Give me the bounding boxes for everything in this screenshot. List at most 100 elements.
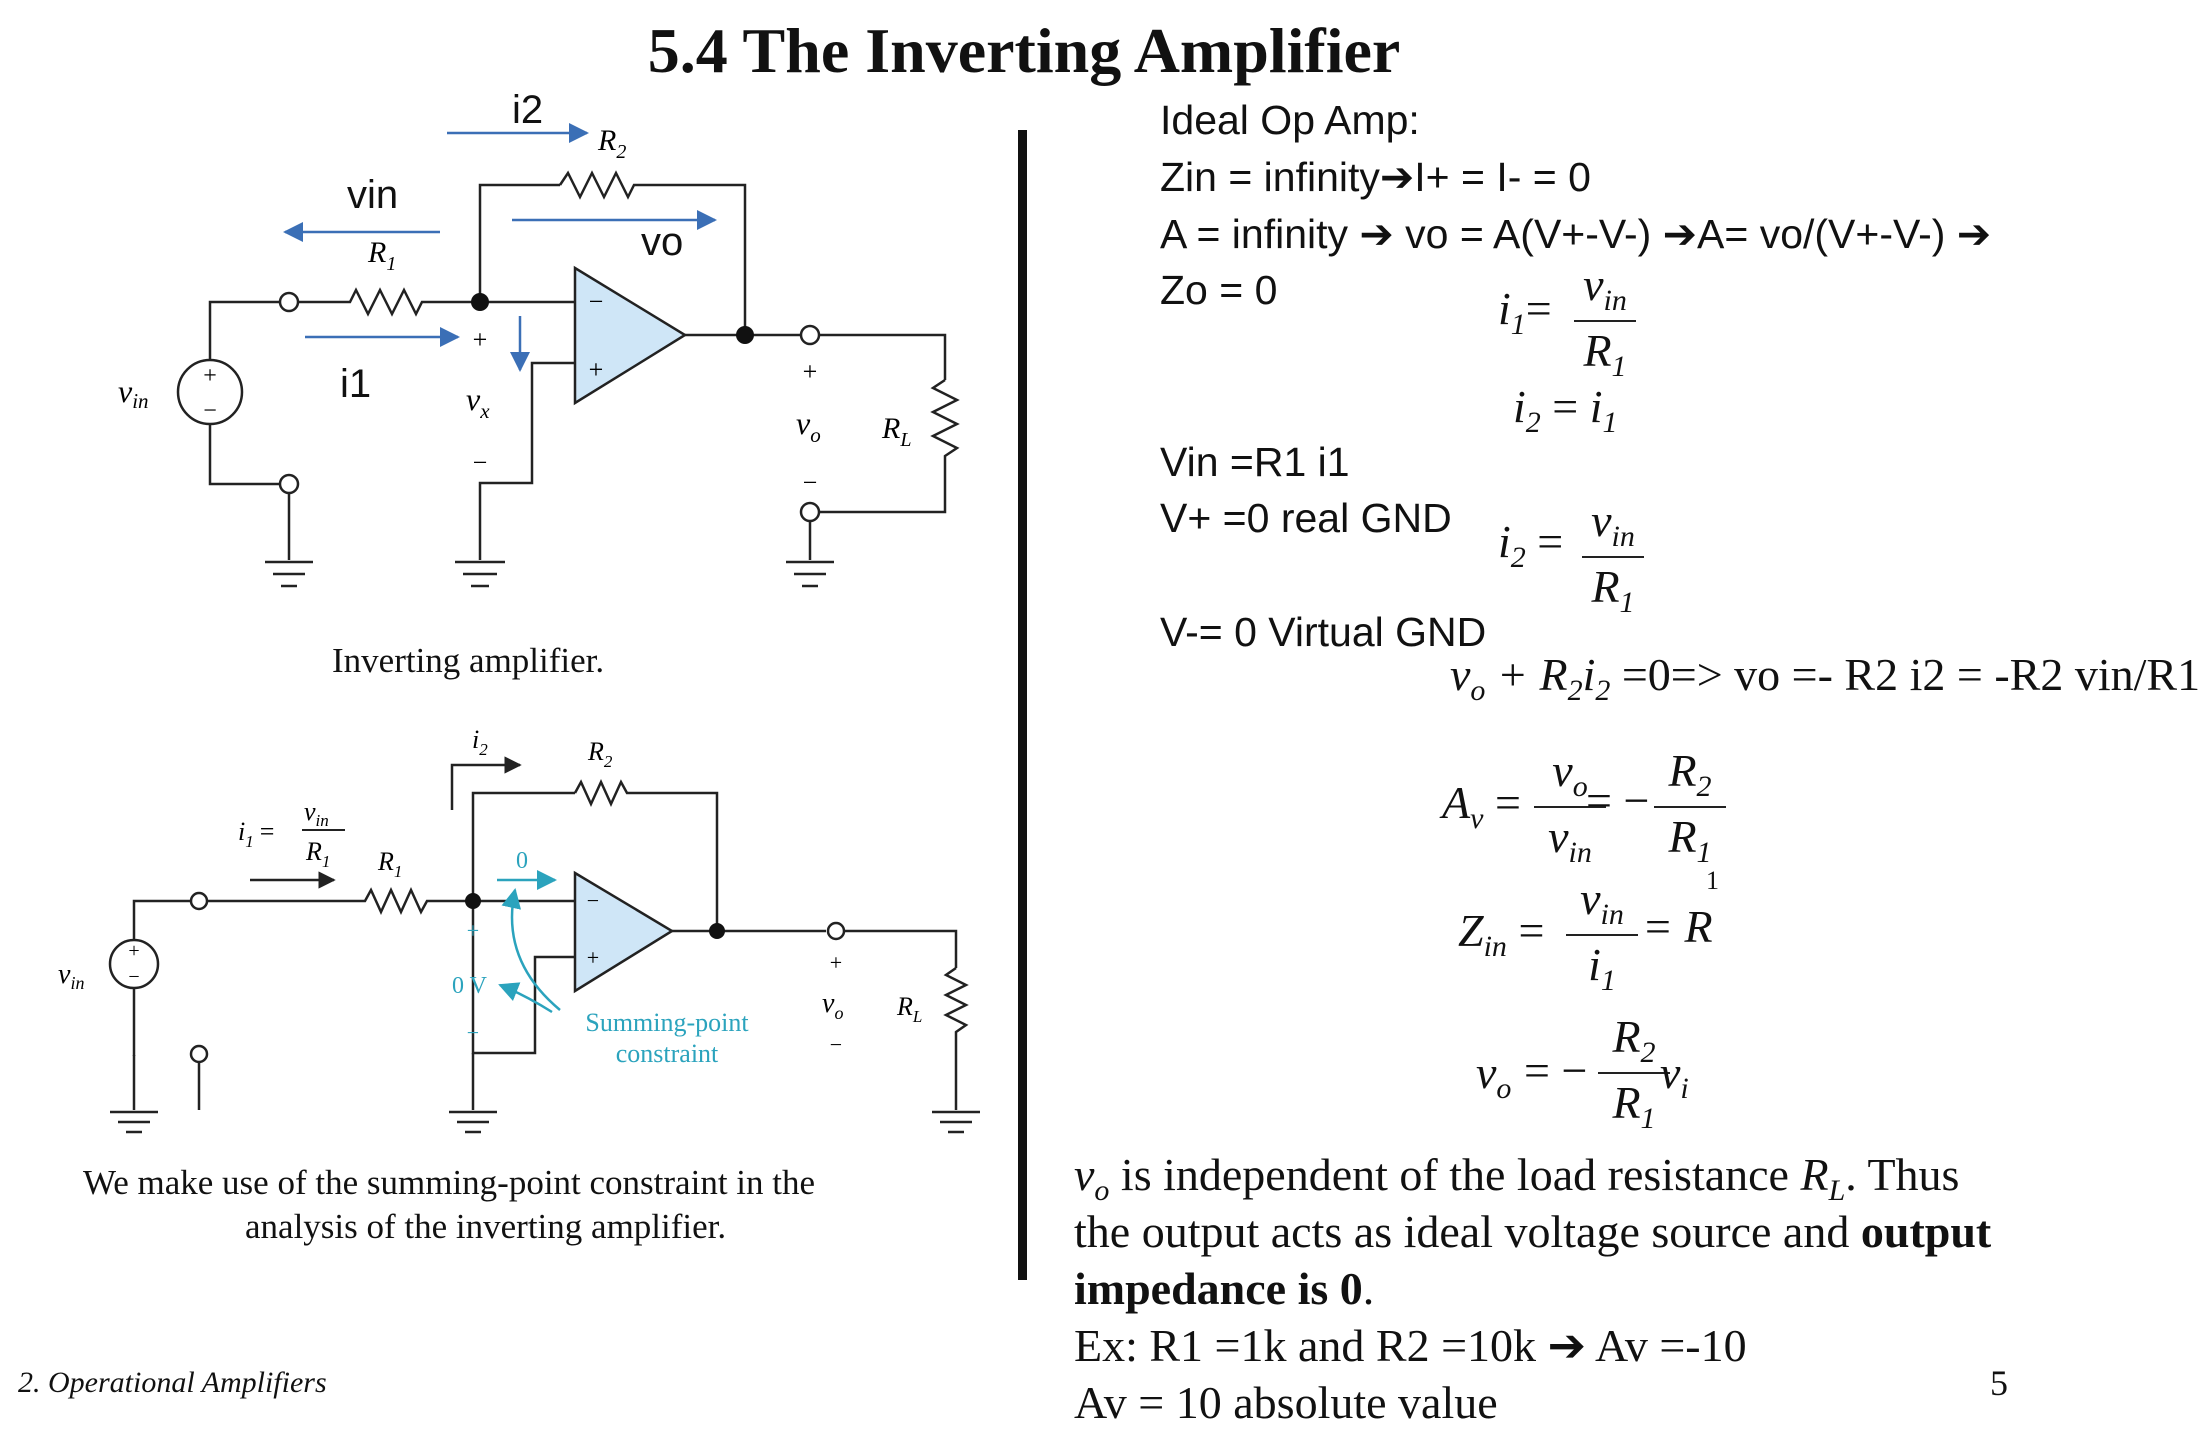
- vplus-line: V+ =0 real GND: [1160, 495, 1452, 541]
- vo-fraction: R2 R1: [1598, 1010, 1670, 1136]
- zin-rhs-superscript: 1: [1706, 866, 1719, 895]
- vx-plus: +: [473, 325, 488, 354]
- eq-i2-fraction: vin R1: [1582, 494, 1644, 620]
- op-amp: [573, 870, 675, 994]
- junction-dot: [471, 293, 489, 311]
- i2-label: i2: [512, 88, 544, 132]
- zero-volt-label: 0 V: [452, 973, 488, 999]
- vo-lhs: vo: [1476, 1047, 1512, 1106]
- zo-line: Zo = 0: [1160, 267, 1278, 313]
- page-title: 5.4 The Inverting Amplifier: [647, 15, 1401, 86]
- vin-source-label: vin: [58, 959, 84, 993]
- av-fraction-voltage: vo vin: [1534, 744, 1606, 870]
- eq-i2-lhs: i2 =: [1498, 516, 1564, 575]
- vo-label: vo: [822, 988, 843, 1023]
- av-fraction-resistance: R2 R1: [1654, 744, 1726, 870]
- r2-label: R2: [597, 124, 626, 163]
- inverting-amplifier-schematic: + − − + + − + − R1 R2 RL vin vx vo: [118, 123, 960, 588]
- opamp-plus: +: [587, 945, 599, 970]
- junction-dot: [736, 326, 754, 344]
- summing-point-schematic: + − − + + − + − 0 0 V Summing-point cons…: [58, 725, 980, 1134]
- vin-r1-line: Vin =R1 i1: [1160, 439, 1350, 485]
- source-minus-sign: −: [203, 398, 217, 424]
- summing-point-label: Summing-point: [585, 1008, 749, 1037]
- resistor-r2: [558, 170, 747, 335]
- resistor-r1: [207, 886, 473, 916]
- example-line: Ex: R1 =1k and R2 =10k ➔ Av =-10: [1074, 1318, 1747, 1372]
- paragraph-line2: the output acts as ideal voltage source …: [1074, 1206, 1992, 1257]
- zin-fraction: vin i1: [1566, 872, 1638, 998]
- page-number: 5: [1990, 1363, 2008, 1403]
- resistor-r2: [573, 778, 719, 931]
- junction-dot: [709, 923, 725, 939]
- vminus-line: V-= 0 Virtual GND: [1160, 609, 1487, 655]
- vo-tail: vi: [1660, 1047, 1689, 1106]
- figure2-caption-line1: We make use of the summing-point constra…: [83, 1163, 816, 1202]
- vo-minus: −: [803, 468, 818, 497]
- terminal: [278, 291, 300, 313]
- av-minus: = −: [1586, 775, 1650, 826]
- i1-eq-lhs: i1=: [238, 817, 274, 851]
- zin-lhs: Zin =: [1458, 905, 1545, 964]
- vin-arrow-label: vin: [347, 173, 399, 217]
- zin-rhs: = R: [1642, 901, 1713, 952]
- vx-minus: −: [467, 1020, 479, 1045]
- wire: [478, 183, 560, 302]
- opamp-plus: +: [589, 355, 604, 384]
- r1-label: R1: [367, 236, 396, 275]
- eq-i1-fraction: vin R1: [1574, 258, 1636, 384]
- terminal: [189, 1044, 209, 1064]
- footer-section-name: 2. Operational Amplifiers: [18, 1366, 327, 1399]
- source-circle: [108, 938, 160, 990]
- opamp-minus: −: [587, 888, 599, 913]
- resistor-rl: [943, 966, 969, 1110]
- kvl-equation: vo + R2i2 =0=> vo =- R2 i2 = -R2 vin/R1: [1450, 649, 2200, 708]
- wire: [208, 300, 280, 360]
- ideal-opamp-heading: Ideal Op Amp:: [1160, 97, 1420, 143]
- vo-eq-minus: = −: [1524, 1045, 1588, 1096]
- paragraph-line1: vo is independent of the load resistance…: [1074, 1149, 1960, 1208]
- resistor-rl: [820, 378, 960, 514]
- vertical-divider: [1018, 130, 1027, 1280]
- figure2-caption-line2: analysis of the inverting amplifier.: [245, 1207, 727, 1246]
- r2-label: R2: [587, 737, 613, 771]
- i1-eq-num: vin: [304, 797, 329, 830]
- paragraph-line3: impedance is 0.: [1074, 1263, 1375, 1314]
- right-arrow-icon: ➔: [1956, 211, 1992, 257]
- terminal: [278, 473, 300, 495]
- i2-label: i2: [472, 725, 488, 759]
- eq-i2-equals-i1: i2 = i1: [1513, 381, 1618, 440]
- vx-minus: −: [473, 448, 488, 477]
- vo-minus: −: [830, 1032, 842, 1057]
- zin-line: Zin = infinity➔I+ = I- = 0: [1160, 154, 1591, 200]
- opamp-minus: −: [589, 287, 604, 316]
- terminal: [826, 921, 846, 941]
- absolute-value-line: Av = 10 absolute value: [1074, 1377, 1498, 1428]
- source-minus-sign: −: [128, 966, 139, 988]
- rl-label: RL: [881, 412, 911, 451]
- resistor-r1: [298, 287, 480, 317]
- vin-source-label: vin: [118, 373, 149, 413]
- wire: [208, 424, 280, 486]
- gain-line: A = infinity ➔ vo = A(V+-V-) ➔A= vo/(V+-…: [1160, 211, 1992, 257]
- vx-label: vx: [466, 381, 490, 423]
- source-plus-sign: +: [128, 940, 139, 962]
- constraint-label: constraint: [616, 1039, 719, 1068]
- junction-dot: [465, 893, 481, 909]
- terminal: [189, 891, 209, 911]
- terminal: [799, 501, 821, 523]
- vo-plus: +: [803, 357, 818, 386]
- zero-current-label: 0: [516, 848, 528, 874]
- right-arrow-icon: ➔: [1662, 211, 1698, 257]
- av-lhs: Av =: [1442, 777, 1521, 836]
- right-arrow-icon: ➔: [1379, 154, 1415, 200]
- vo-label: vo: [796, 405, 821, 447]
- op-amp: [573, 265, 688, 406]
- vx-plus: +: [467, 918, 479, 943]
- right-arrow-icon: ➔: [1547, 1318, 1587, 1372]
- eq-i1-lhs: i1=: [1498, 283, 1552, 342]
- right-arrow-icon: ➔: [1359, 211, 1394, 257]
- vo-plus: +: [830, 950, 842, 975]
- i1-label: i1: [340, 362, 372, 406]
- i1-eq-den: R1: [305, 837, 330, 871]
